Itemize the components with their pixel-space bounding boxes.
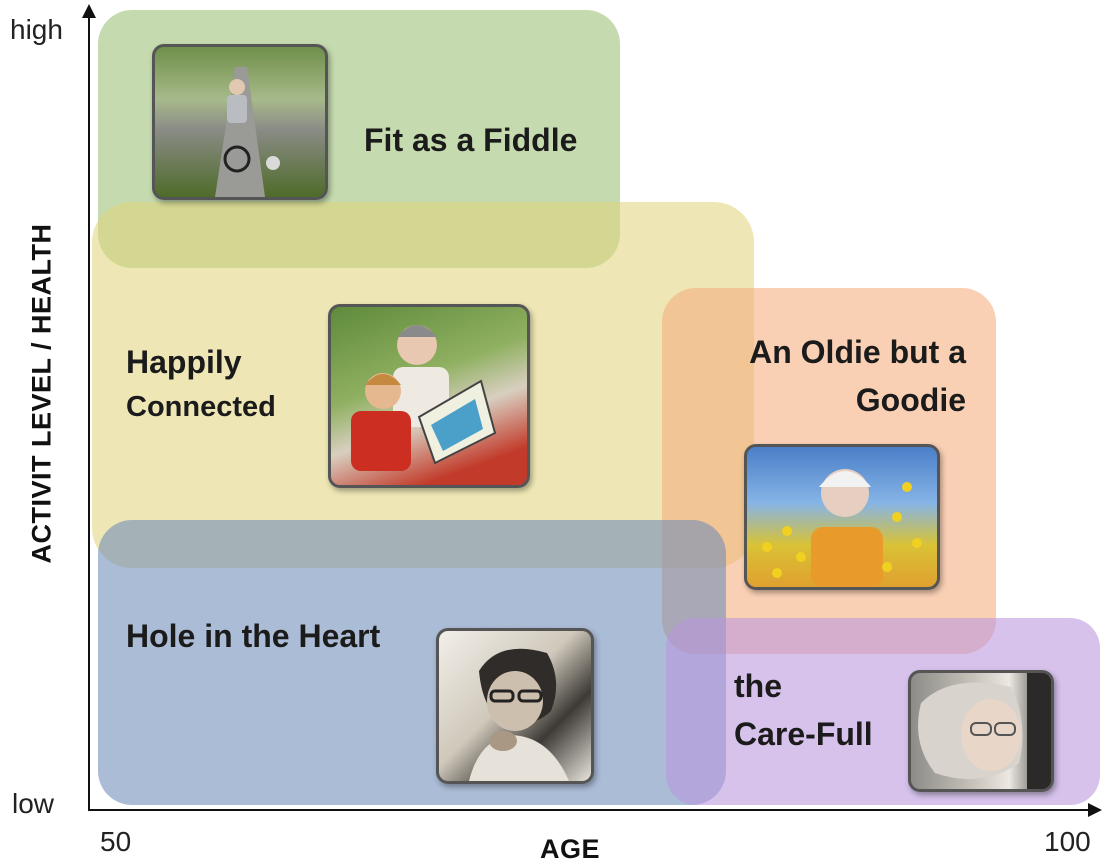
y-axis-title: ACTIVIT LEVEL / HEALTH	[26, 223, 57, 564]
y-axis-arrow-icon	[82, 4, 96, 18]
x-axis-title: AGE	[540, 834, 601, 864]
x-axis-arrow-icon	[1088, 803, 1102, 817]
label-oldie-but-goodie: An Oldie but a Goodie	[700, 328, 966, 424]
label-oldie-line2: Goodie	[855, 382, 966, 418]
label-happily-connected: Happily Connected	[126, 338, 276, 430]
label-the-care-full: the Care-Full	[734, 662, 873, 758]
photo-cyclist-image	[152, 44, 328, 200]
label-care-line1: the	[734, 668, 782, 704]
label-oldie-line1: An Oldie but a	[749, 334, 966, 370]
region-hole-in-the-heart	[98, 520, 726, 805]
x-axis-max-label: 100	[1044, 826, 1091, 857]
y-axis-high-label: high	[10, 14, 63, 45]
photo-elderly-woman-image	[908, 670, 1054, 792]
label-care-line2: Care-Full	[734, 716, 873, 752]
label-hole-in-the-heart: Hole in the Heart	[126, 618, 381, 654]
y-axis-low-label: low	[12, 788, 55, 819]
x-axis-min-label: 50	[100, 826, 132, 857]
x-axis	[88, 809, 1090, 811]
photo-woman-in-flowers-image	[744, 444, 940, 590]
label-happily-line2: Connected	[126, 391, 276, 423]
photo-grandmother-reading-image	[328, 304, 530, 488]
label-happily-line1: Happily	[126, 344, 242, 380]
photo-thoughtful-man-image	[436, 628, 594, 784]
label-fit-as-a-fiddle: Fit as a Fiddle	[364, 122, 578, 158]
y-axis	[88, 14, 90, 810]
